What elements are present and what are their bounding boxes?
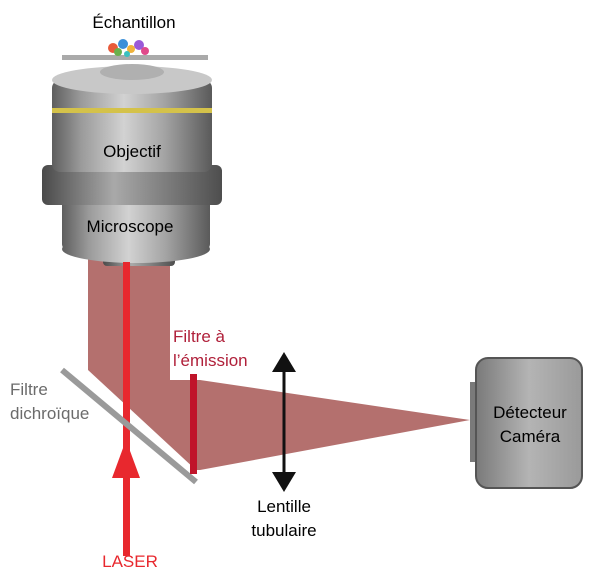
sample-bead [118,39,128,49]
tube-lens-arrow-down [272,472,296,492]
sample-slide [62,55,208,60]
objective-top-lens [100,64,164,80]
sample-bead [124,51,130,57]
laser-beam [123,262,130,556]
objective-bottom-edge [62,235,210,263]
sample: Échantillon [62,13,208,60]
detector-label-line1: Détecteur [493,403,567,422]
laser-label: LASER [102,552,158,571]
laser-arrowhead [112,440,140,478]
microscope-label: Microscope [87,217,174,236]
camera-body [475,357,583,489]
tube-lens-label-line2: tubulaire [251,521,316,540]
sample-bead [114,48,122,56]
tube-lens [272,352,296,492]
objective: Objectif Microscope [42,64,222,266]
emission-filter-label-line2: l’émission [173,351,248,370]
emission-filter-label-line1: Filtre à [173,327,226,346]
camera: Détecteur Caméra [470,357,583,489]
objective-collar [42,165,222,205]
camera-sensor-window [470,382,478,462]
emission-beam [88,258,470,470]
sample-bead [134,40,144,50]
objective-lower-barrel [62,196,210,250]
dichroic-label-line2: dichroïque [10,404,89,423]
objective-gold-ring [52,108,212,113]
tube-lens-arrow-up [272,352,296,372]
objective-upper-barrel [52,80,212,172]
emission-filter [190,374,197,474]
sample-bead [141,47,149,55]
objective-label: Objectif [103,142,161,161]
detector-label-line2: Caméra [500,427,561,446]
sample-bead [127,45,135,53]
sample-label: Échantillon [92,13,175,32]
dichroic-filter [60,367,198,485]
tube-lens-label-line1: Lentille [257,497,311,516]
dichroic-label-line1: Filtre [10,380,48,399]
